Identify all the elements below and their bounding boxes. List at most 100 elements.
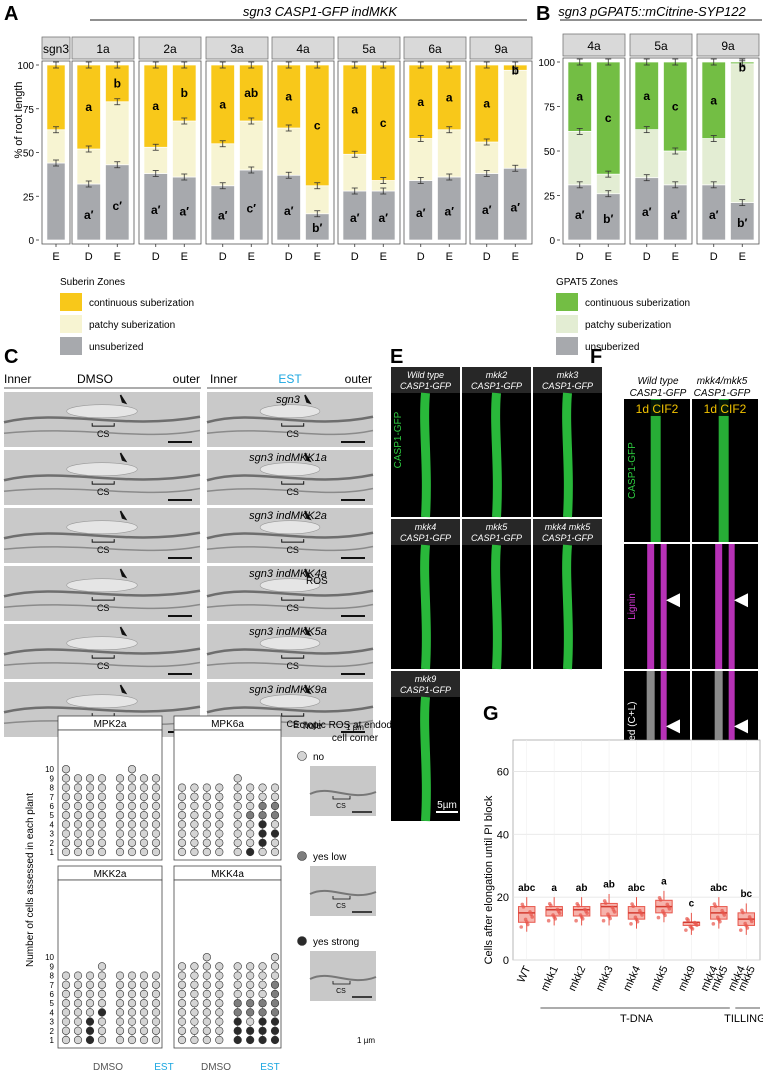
- stat-letter: abc: [518, 883, 536, 894]
- stat-letter-prime: a′: [218, 209, 228, 223]
- channel-label: Lignin: [627, 593, 638, 620]
- cell-dot: [127, 847, 137, 857]
- facet-label: 9a: [494, 42, 508, 56]
- legend-swatch-patchy: [60, 315, 82, 333]
- cell-dot: [177, 999, 187, 1008]
- y-tick-label: 0: [503, 955, 509, 967]
- panel-letter-f: F: [590, 346, 602, 368]
- data-point: [640, 913, 644, 917]
- tile-genotype: mkk4 mkk5: [545, 522, 592, 532]
- cell-dot: [177, 820, 187, 829]
- cell-dot: [127, 820, 137, 829]
- bar-segment-unsuberized: [46, 162, 66, 241]
- cell-dot: [97, 792, 107, 801]
- cell-dot: [190, 838, 199, 847]
- arrow-icon: [304, 452, 312, 463]
- cell-dot: [202, 783, 211, 792]
- cell-dot: [190, 783, 199, 792]
- cell-dot: [85, 1035, 95, 1045]
- cs-label: CS: [286, 661, 299, 671]
- facet-strip: [696, 33, 760, 57]
- cell-dot: [139, 1008, 149, 1017]
- cell-dot: [151, 783, 161, 792]
- stat-letter-prime: a′: [84, 208, 94, 222]
- stat-letter: a: [576, 90, 583, 104]
- stat-letter: a: [446, 90, 453, 104]
- cell-dot: [127, 765, 137, 774]
- cell-dot: [151, 999, 161, 1008]
- legend-dot: [297, 851, 307, 861]
- cell-dot: [270, 962, 280, 971]
- cell-dot: [190, 811, 199, 820]
- cell-dot: [139, 847, 149, 857]
- cell-dot: [270, 1026, 280, 1035]
- cell-dot: [202, 989, 211, 999]
- panel-d-x-est-2: EST: [260, 1062, 279, 1073]
- cell-dot: [215, 999, 224, 1008]
- cell-dot: [97, 838, 107, 847]
- stat-letter-prime: a′: [575, 208, 585, 222]
- facet-label: 2a: [163, 42, 177, 56]
- cell-dot: [97, 999, 107, 1008]
- facet-strip: [562, 33, 626, 57]
- cell-dot: [85, 783, 95, 792]
- cell-dot: [115, 980, 125, 989]
- data-point: [686, 918, 690, 922]
- data-point: [526, 922, 530, 927]
- y-tick-label: 7: [50, 981, 55, 990]
- tile-reporter: CASP1-GFP: [542, 381, 593, 391]
- stat-letter-prime: b′: [603, 212, 613, 226]
- stat-letter: b: [739, 60, 746, 74]
- cell-dot: [202, 1035, 211, 1045]
- cell-dot: [97, 829, 107, 838]
- cell-dot: [61, 999, 71, 1008]
- x-tick-label: WT: [515, 964, 533, 985]
- cell-dot: [139, 783, 149, 792]
- tile-reporter: CASP1-GFP: [542, 533, 593, 543]
- cs-label: CS: [336, 988, 346, 995]
- cell-dot: [202, 980, 211, 989]
- panel-g-ylabel: Cells after elongation until PI block: [483, 795, 495, 964]
- legend-b-unsuberized: unsuberized: [585, 342, 639, 353]
- cell-dot: [61, 774, 71, 783]
- data-point: [557, 911, 562, 915]
- arrow-icon: [304, 394, 312, 405]
- cell-dot: [139, 811, 149, 820]
- cell-dot: [61, 783, 71, 792]
- cell-dot: [151, 989, 161, 999]
- cell-dot: [97, 980, 107, 989]
- data-point: [684, 928, 688, 932]
- cell-dot: [151, 980, 161, 989]
- cell-dot: [85, 999, 95, 1008]
- cell-dot: [127, 971, 137, 980]
- cell-dot: [202, 838, 211, 847]
- cell-dot: [270, 999, 280, 1008]
- cell-dot: [233, 971, 242, 980]
- cell-dot: [139, 820, 149, 829]
- data-point: [519, 925, 524, 929]
- tem-row-label: sgn3 indMKK1a: [249, 452, 327, 464]
- stat-letter: a: [417, 95, 424, 109]
- cell-dot: [270, 980, 280, 989]
- stat-letter-prime: a′: [416, 206, 426, 220]
- cell-dot: [177, 1035, 187, 1045]
- cell-dot: [258, 838, 267, 847]
- cell-dot: [115, 847, 125, 857]
- cell-dot: [97, 801, 107, 811]
- data-point: [603, 901, 608, 905]
- tile-genotype: mkk4: [415, 522, 437, 532]
- cell-dot: [270, 838, 280, 847]
- legend-b-swatch-patchy: [556, 315, 578, 333]
- facet-frame: [138, 60, 202, 245]
- cell-dot: [73, 774, 83, 783]
- cell-dot: [177, 838, 187, 847]
- cell-dot: [270, 1008, 280, 1017]
- facet-frame: [562, 57, 626, 245]
- tem-row-label: sgn3 indMKK9a: [249, 684, 327, 696]
- facet-frame: [696, 57, 760, 245]
- cell-dot: [233, 792, 242, 801]
- facet-label: MKK2a: [94, 869, 127, 880]
- x-tick-label: E: [672, 251, 679, 263]
- cell-dot: [258, 1008, 267, 1017]
- cell-dot: [127, 989, 137, 999]
